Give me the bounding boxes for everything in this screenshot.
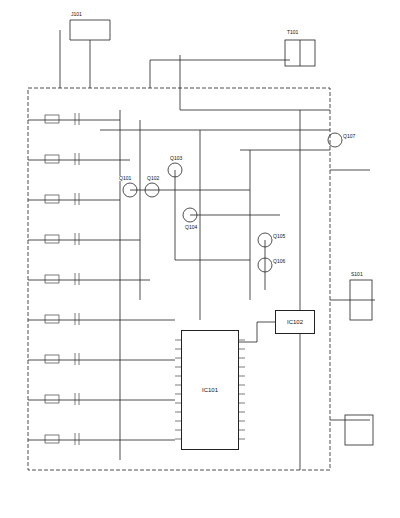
part-label: T101: [286, 30, 299, 35]
transistor-symbol: [168, 163, 182, 177]
resistor-symbol: [45, 235, 59, 243]
part-label: Q102: [146, 176, 160, 181]
resistor-symbol: [45, 395, 59, 403]
resistor-symbol: [45, 315, 59, 323]
capacitor-symbol: [75, 233, 79, 245]
transistor-symbol: [183, 208, 197, 222]
part-label: Q106: [272, 259, 286, 264]
ic-block: IC102: [275, 310, 315, 334]
capacitor-symbol: [75, 353, 79, 365]
transistor-symbol: [123, 183, 137, 197]
part-label: Q104: [184, 225, 198, 230]
part-label: Q107: [342, 134, 356, 139]
resistor-symbol: [45, 275, 59, 283]
capacitor-symbol: [75, 393, 79, 405]
part-label: J101: [70, 12, 83, 17]
part-label: Q101: [118, 176, 132, 181]
transistor-symbol: [258, 233, 272, 247]
capacitor-symbol: [75, 433, 79, 445]
board-outline: [28, 88, 330, 470]
resistor-symbol: [45, 115, 59, 123]
capacitor-symbol: [75, 273, 79, 285]
resistor-symbol: [45, 195, 59, 203]
ic-label: IC102: [285, 317, 305, 327]
ic-block: IC101: [181, 330, 239, 450]
transformer-core: [300, 40, 301, 66]
resistor-symbol: [45, 355, 59, 363]
resistor-symbol: [45, 155, 59, 163]
wire: [130, 170, 280, 290]
ic-label: IC101: [200, 385, 220, 395]
resistor-symbol: [45, 435, 59, 443]
transistor-symbol: [145, 183, 159, 197]
transistor-symbol: [328, 133, 342, 147]
transformer: [285, 40, 315, 66]
capacitor-symbol: [75, 193, 79, 205]
capacitor-symbol: [75, 313, 79, 325]
part-label: Q105: [272, 234, 286, 239]
switch: [350, 280, 372, 320]
capacitor-symbol: [75, 113, 79, 125]
part-label: Q103: [169, 156, 183, 161]
part-label: S101: [350, 272, 364, 277]
wire: [150, 55, 330, 110]
capacitor-symbol: [75, 153, 79, 165]
connector: [60, 20, 110, 88]
wire: [100, 110, 375, 470]
jack: [345, 415, 373, 445]
wire: [28, 120, 175, 440]
transistor-symbol: [258, 258, 272, 272]
wire: [239, 322, 275, 342]
